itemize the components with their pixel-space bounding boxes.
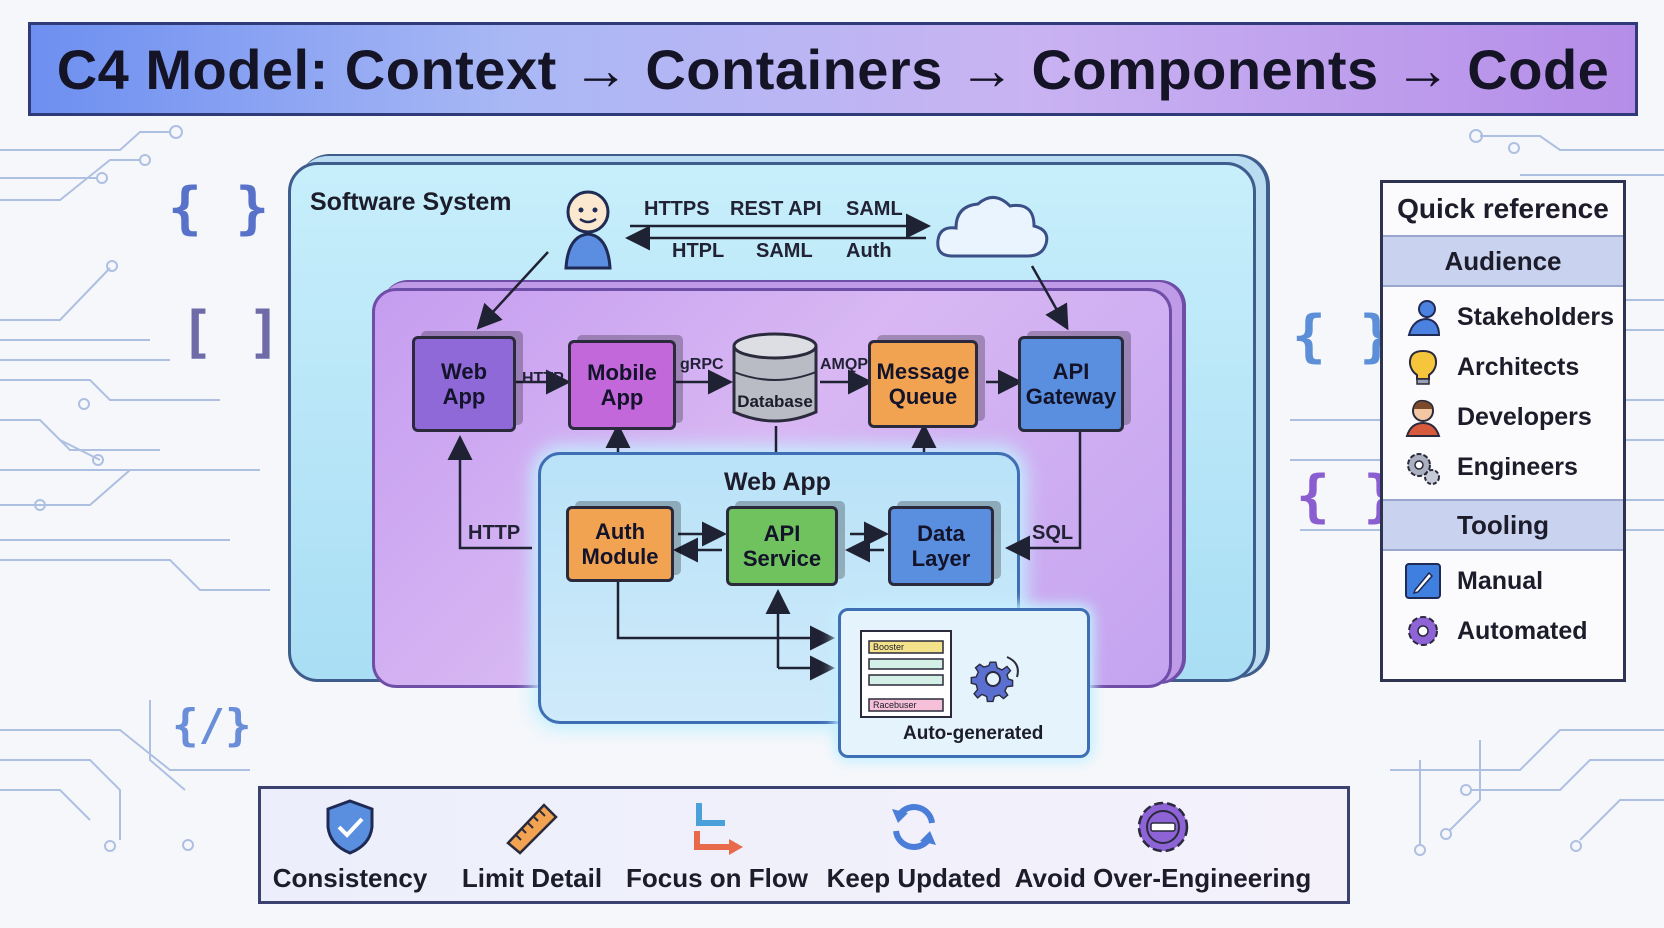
principle-keep-updated: Keep Updated (827, 789, 1001, 901)
principle-focus-on-flow: Focus on Flow (626, 789, 808, 901)
bracket-decoration: [ ] (180, 300, 282, 365)
container-web-app[interactable]: Web App (412, 336, 516, 432)
pencil-icon (1405, 563, 1441, 599)
code-panel-label: Auto-generated (903, 723, 1044, 744)
gear-icon (1408, 616, 1438, 646)
cloud-icon (936, 196, 1049, 258)
protocol-top-2: REST API (730, 198, 822, 220)
auto-generated-code-panel[interactable]: Booster Racebuser Auto-generated (838, 608, 1090, 758)
protocol-bottom-1: HTPL (672, 240, 725, 262)
stakeholder-icon (1407, 300, 1441, 336)
gears-icon (1407, 453, 1440, 485)
protocol-top-3: SAML (846, 198, 903, 220)
code-line-2: Racebuser (873, 700, 917, 710)
container-message-queue[interactable]: Message Queue (868, 340, 978, 428)
edge-label-amqp: AMQP (820, 356, 868, 373)
principle-limit-detail: Limit Detail (457, 789, 607, 901)
component-auth-module[interactable]: Auth Module (566, 506, 674, 582)
edge-label-left-http: HTTP (468, 522, 521, 544)
principle-consistency: Consistency (273, 789, 427, 901)
database-icon[interactable] (728, 330, 822, 430)
protocol-bottom-3: Auth (846, 240, 892, 262)
page-title: C4 Model: Context → Containers → Compone… (56, 37, 1610, 101)
protocol-top-1: HTTPS (644, 198, 710, 220)
tooling-header: Tooling (1383, 499, 1623, 551)
lightbulb-icon (1408, 349, 1438, 385)
principles-bar: Consistency Limit Detail Focus on Flow K… (258, 786, 1350, 904)
audience-item-architects: Architects (1403, 347, 1579, 387)
quick-reference-title: Quick reference (1397, 193, 1609, 224)
code-slash-decoration: {/} (172, 700, 252, 751)
principle-avoid-over-engineering: Avoid Over-Engineering (1013, 789, 1313, 901)
shield-check-icon (326, 799, 374, 855)
protocol-bottom-2: SAML (756, 240, 813, 262)
edge-label-sql: SQL (1032, 522, 1074, 544)
edge-label-grpc: gRPC (680, 356, 724, 373)
gear-icon (970, 656, 1019, 703)
audience-header: Audience (1383, 235, 1623, 287)
minus-gear-icon (1137, 801, 1189, 853)
brace-decoration-right-1: { } (1292, 304, 1394, 369)
audience-item-engineers: Engineers (1403, 447, 1578, 487)
component-data-layer[interactable]: Data Layer (888, 506, 994, 586)
edge-label-http: HTTP (522, 370, 564, 387)
component-api-service[interactable]: API Service (726, 506, 838, 586)
ruler-icon (506, 803, 558, 855)
container-api-gateway[interactable]: API Gateway (1018, 336, 1124, 432)
audience-item-developers: Developers (1403, 397, 1592, 437)
tooling-item-manual: Manual (1403, 561, 1543, 601)
quick-reference-panel: Quick reference Audience Stakeholders Ar… (1380, 180, 1626, 682)
code-line-1: Booster (873, 642, 905, 652)
developer-icon (1405, 399, 1441, 437)
code-document-icon (860, 630, 952, 718)
tooling-item-automated: Automated (1403, 611, 1588, 651)
flow-arrow-icon (694, 803, 743, 855)
container-mobile-app[interactable]: Mobile App (568, 340, 676, 430)
component-group-label: Web App (724, 468, 831, 496)
title-bar: C4 Model: Context → Containers → Compone… (28, 22, 1638, 116)
refresh-icon (892, 804, 936, 850)
software-system-label: Software System (310, 188, 512, 216)
audience-item-stakeholders: Stakeholders (1403, 297, 1614, 337)
user-icon (564, 190, 612, 270)
database-label: Database (737, 392, 813, 411)
brace-decoration: { } (168, 176, 270, 241)
